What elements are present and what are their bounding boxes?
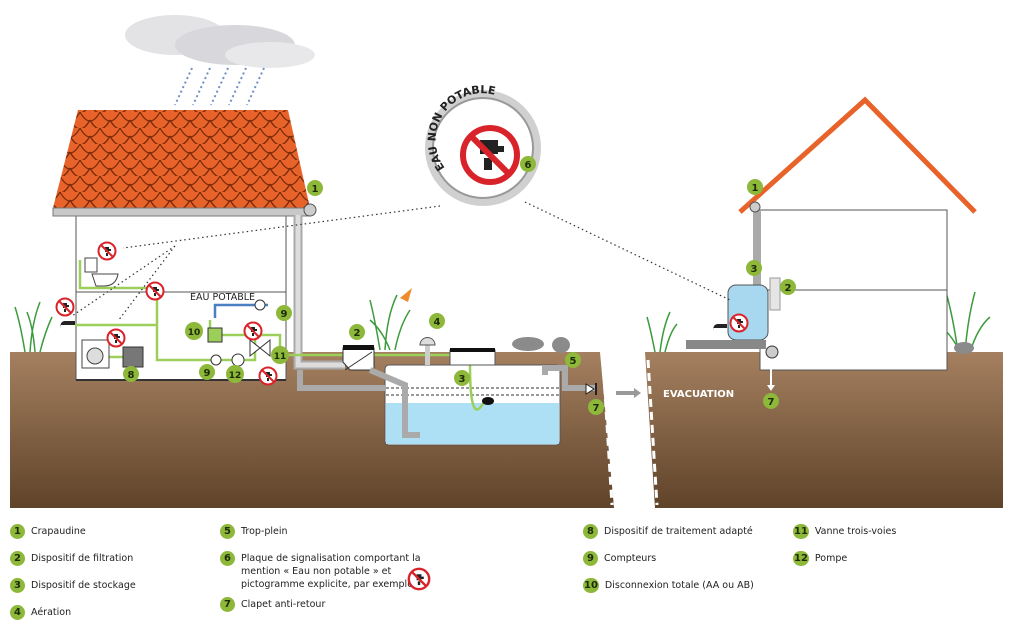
legend-number: 6 [220,551,235,566]
rain-cloud [125,15,315,106]
no-drinking-water-icon [106,328,126,348]
legend-number: 9 [583,551,598,566]
legend-number: 11 [793,524,809,539]
legend-number: 5 [220,524,235,539]
legend-item: 11 Vanne trois-voies [793,524,896,539]
marker-3: 3 [746,260,762,276]
legend-number: 3 [10,578,25,593]
svg-text:12: 12 [229,371,242,381]
evacuation-label: EVACUATION [663,389,734,400]
grass [14,291,991,353]
legend-text: Vanne trois-voies [814,526,897,537]
no-drinking-water-icon [55,297,75,317]
storage-tank [297,337,641,446]
no-drinking-water-icon [729,313,749,333]
svg-text:3: 3 [751,264,758,275]
svg-text:4: 4 [434,317,441,328]
legend-item: 3 Dispositif de stockage [10,578,136,593]
marker-1: 1 [747,179,763,195]
legend-text: Clapet anti-retour [241,599,326,610]
marker-11: 11 [271,346,289,364]
no-drinking-water-icon [407,567,431,591]
ground-right [645,352,1003,508]
legend-text: Dispositif de filtration [31,553,134,564]
legend-item: 7 Clapet anti-retour [220,597,325,612]
marker-5: 5 [565,352,581,368]
svg-text:2: 2 [354,328,361,339]
legend-number: 4 [10,605,25,620]
marker-1: 1 [307,180,323,196]
svg-text:8: 8 [128,370,135,381]
legend-number: 2 [10,551,25,566]
left-house: EAU POTABLE [52,110,473,417]
marker-8: 8 [123,366,139,382]
no-drinking-water-icon [97,241,117,261]
legend-text: Pompe [814,553,848,564]
marker-10: 10 [185,322,203,340]
svg-text:9: 9 [204,368,211,379]
svg-text:6: 6 [525,160,532,171]
legend-item: 4 Aération [10,605,71,620]
svg-text:3: 3 [459,374,466,385]
legend-item: 12 Pompe [793,551,847,566]
legend-text: Plaque de signalisation comportant la me… [241,553,421,590]
legend-text: Dispositif de traitement adapté [604,526,753,537]
legend-text: Trop-plein [241,526,288,537]
right-house [686,96,977,391]
svg-text:11: 11 [274,352,287,362]
marker-2: 2 [349,324,365,340]
legend-item: 9 Compteurs [583,551,656,566]
legend-number: 1 [10,524,25,539]
svg-text:7: 7 [768,397,775,408]
svg-text:9: 9 [281,309,288,320]
marker-2: 2 [780,279,796,295]
legend-number: 12 [793,551,809,566]
no-drinking-water-icon [258,366,278,386]
marker-6: 6 [520,156,536,172]
legend-number: 8 [583,524,598,539]
legend-item: 8 Dispositif de traitement adapté [583,524,753,539]
marker-9: 9 [276,305,292,321]
legend-text: Aération [31,607,72,618]
legend-text: Dispositif de stockage [31,580,136,591]
svg-text:7: 7 [593,403,600,414]
markers: 1 1 2 2 3 3 4 5 6 7 7 8 9 9 10 11 12 [123,156,796,415]
legend-text: Disconnexion totale (AA ou AB) [604,580,754,591]
svg-text:10: 10 [188,328,201,338]
legend-text: Crapaudine [31,526,86,537]
legend-item: 2 Dispositif de filtration [10,551,133,566]
legend-number: 7 [220,597,235,612]
marker-7: 7 [588,399,604,415]
marker-9: 9 [199,364,215,380]
svg-text:5: 5 [570,356,577,367]
legend-text: Compteurs [604,553,657,564]
svg-text:1: 1 [312,184,319,195]
marker-12: 12 [226,365,244,383]
legend-item: 5 Trop-plein [220,524,288,539]
legend-number: 10 [583,578,599,593]
marker-3: 3 [454,370,470,386]
legend-item: 1 Crapaudine [10,524,86,539]
legend-item: 10 Disconnexion totale (AA ou AB) [583,578,754,593]
svg-text:2: 2 [785,283,792,294]
eau-potable-label: EAU POTABLE [190,292,255,303]
marker-4: 4 [429,313,445,329]
marker-7: 7 [763,393,779,409]
no-drinking-water-icon [145,281,165,301]
svg-text:1: 1 [752,183,759,194]
eau-non-potable-sign: EAU NON POTABLE [425,83,541,206]
no-drinking-water-icon [243,321,263,341]
legend-item: 6 Plaque de signalisation comportant la m… [220,551,450,591]
